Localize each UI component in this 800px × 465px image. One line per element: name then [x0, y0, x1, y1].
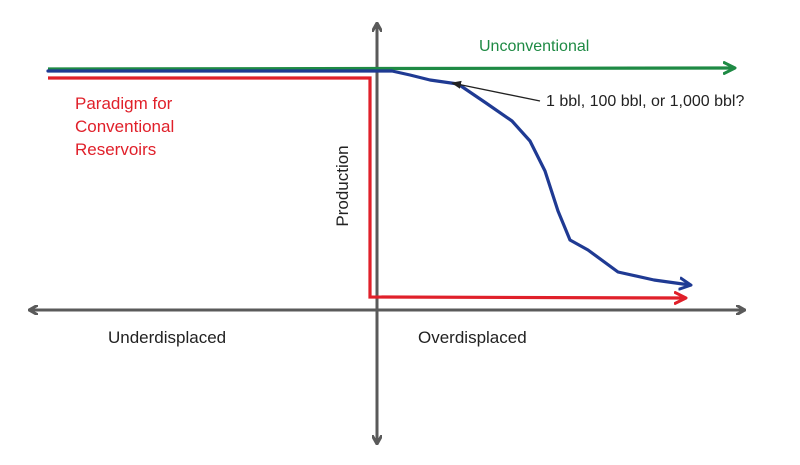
y-axis-label: Production [333, 145, 352, 227]
unconventional-label: Unconventional [479, 38, 590, 55]
x-axis-right-label: Overdisplaced [418, 328, 527, 347]
paradigm-label-line-1: Paradigm for [75, 94, 173, 113]
x-axis-left-label: Underdisplaced [108, 328, 227, 347]
decline-curve [46, 69, 690, 285]
conventional-paradigm-line [48, 76, 685, 298]
paradigm-label-line-2: Conventional [75, 117, 175, 136]
annotation-arrow [451, 80, 541, 102]
paradigm-label-line-3: Reservoirs [75, 140, 157, 159]
unconventional-line [47, 68, 734, 69]
annotation-label: 1 bbl, 100 bbl, or 1,000 bbl? [546, 93, 745, 110]
conventional-paradigm-label: Paradigm for Conventional Reservoirs [75, 92, 174, 161]
